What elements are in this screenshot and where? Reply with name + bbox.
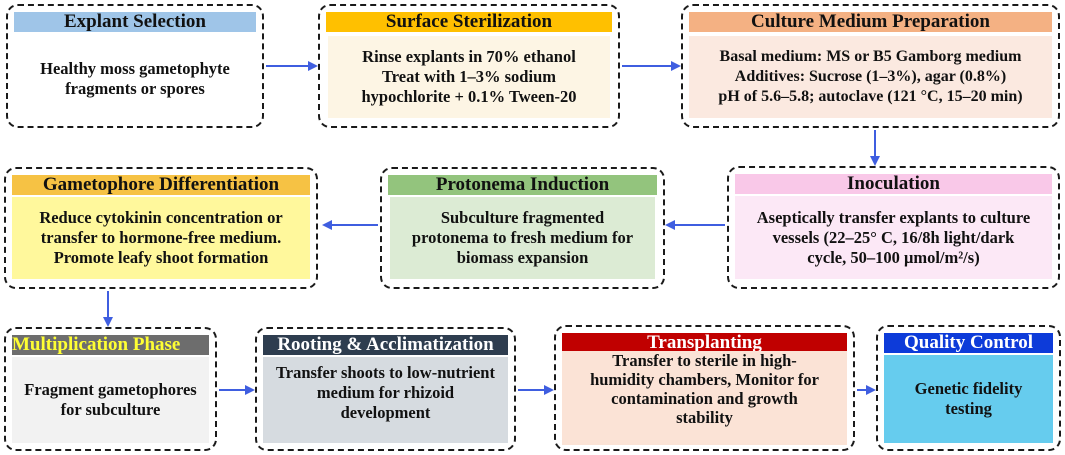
step-surface-sterilization: Surface Sterilization Rinse explants in … bbox=[318, 4, 620, 128]
step-title: Quality Control bbox=[884, 333, 1053, 353]
step-transplanting: Transplanting Transfer to sterile in hig… bbox=[554, 325, 855, 451]
step-protonema-induction: Protonema Induction Subculture fragmente… bbox=[380, 167, 665, 289]
step-title: Protonema Induction bbox=[388, 175, 657, 195]
step-gametophore-differentiation: Gametophore Differentiation Reduce cytok… bbox=[4, 167, 318, 289]
step-rooting-acclimatization: Rooting & Acclimatization Transfer shoot… bbox=[255, 327, 516, 451]
step-description: Aseptically transfer explants to culture… bbox=[735, 196, 1052, 279]
step-title: Gametophore Differentiation bbox=[12, 175, 310, 195]
step-title: Explant Selection bbox=[14, 12, 256, 32]
step-title: Culture Medium Preparation bbox=[689, 12, 1052, 32]
step-culture-medium-preparation: Culture Medium Preparation Basal medium:… bbox=[681, 4, 1060, 128]
step-title: Multiplication Phase bbox=[12, 335, 209, 355]
step-inoculation: Inoculation Aseptically transfer explant… bbox=[727, 166, 1060, 289]
step-multiplication-phase: Multiplication Phase Fragment gametophor… bbox=[4, 327, 217, 451]
step-title: Rooting & Acclimatization bbox=[263, 335, 508, 355]
step-description: Transfer to sterile in high-humidity cha… bbox=[562, 351, 847, 445]
step-explant-selection: Explant Selection Healthy moss gametophy… bbox=[6, 4, 264, 128]
step-title: Surface Sterilization bbox=[326, 12, 612, 32]
step-title: Inoculation bbox=[735, 174, 1052, 194]
step-title: Transplanting bbox=[562, 333, 847, 353]
